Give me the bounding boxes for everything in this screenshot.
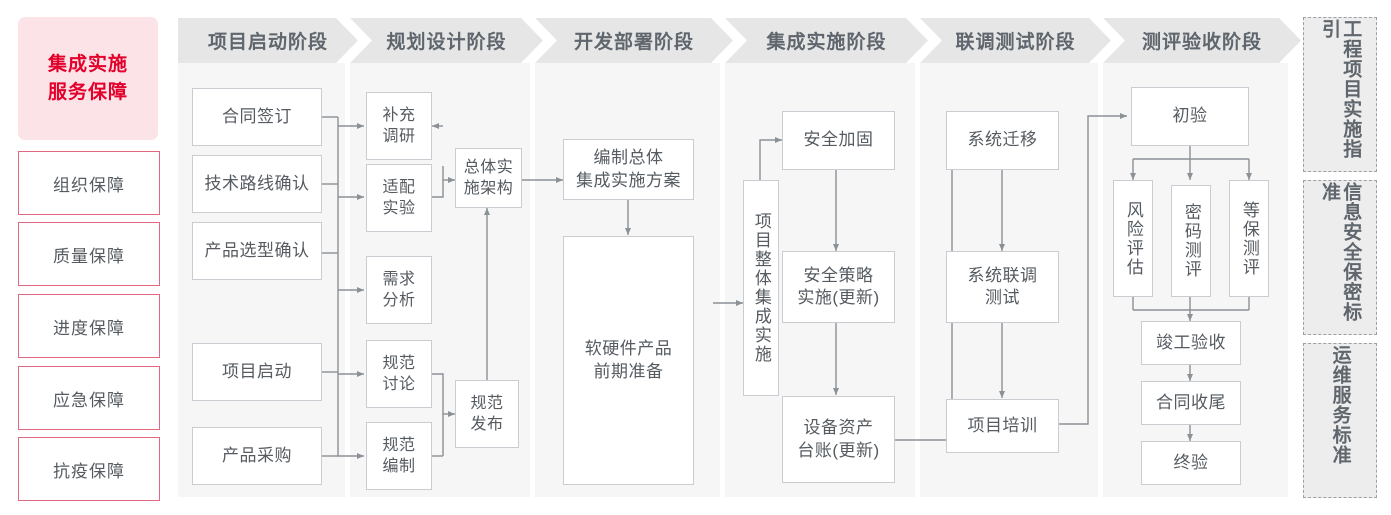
node-label: 编制总体 集成实施方案 <box>576 148 681 190</box>
node-label: 软硬件产品 前期准备 <box>584 339 673 381</box>
stage-header-5[interactable]: 联调测试阶段 <box>920 18 1111 63</box>
node-overall-integration-plan[interactable]: 编制总体 集成实施方案 <box>563 139 694 200</box>
guarantee-item-emergency[interactable]: 应急保障 <box>18 366 160 430</box>
node-system-joint-debug-test[interactable]: 系统联调 测试 <box>946 251 1059 323</box>
node-hardware-software-preparation[interactable]: 软硬件产品 前期准备 <box>563 236 694 485</box>
node-completion-acceptance[interactable]: 竣工验收 <box>1141 321 1241 365</box>
standard-label: 运维服务标准 <box>1329 344 1351 465</box>
node-project-training[interactable]: 项目培训 <box>946 399 1059 453</box>
standard-om-service[interactable]: 运维服务标准 <box>1303 343 1377 498</box>
node-product-procurement[interactable]: 产品采购 <box>192 427 322 485</box>
stage-header-6[interactable]: 测评验收阶段 <box>1103 18 1301 63</box>
node-label: 系统联调 测试 <box>967 265 1038 307</box>
node-label: 规范 讨论 <box>382 354 416 393</box>
node-risk-assessment[interactable]: 风险评估 <box>1113 180 1153 297</box>
node-label: 适配 实验 <box>382 178 416 217</box>
node-label: 安全策略 实施(更新) <box>797 265 880 307</box>
node-label: 总体实 施架构 <box>463 158 514 197</box>
node-spec-release[interactable]: 规范 发布 <box>455 380 519 448</box>
node-tech-route-confirm[interactable]: 技术路线确认 <box>192 155 322 213</box>
guarantee-item-schedule[interactable]: 进度保障 <box>18 294 160 358</box>
stage-header-2[interactable]: 规划设计阶段 <box>350 18 543 63</box>
node-contract-signing[interactable]: 合同签订 <box>192 88 322 146</box>
guarantee-item-quality[interactable]: 质量保障 <box>18 222 160 286</box>
node-final-acceptance[interactable]: 终验 <box>1141 441 1241 485</box>
node-spec-drafting[interactable]: 规范 编制 <box>366 422 432 490</box>
node-label: 等保测评 <box>1239 200 1259 277</box>
node-overall-project-integration[interactable]: 项目整体集成实施 <box>743 180 779 396</box>
standard-information-security-confidentiality[interactable]: 信息安全保密标准 <box>1303 180 1377 335</box>
guarantee-item-organization[interactable]: 组织保障 <box>18 151 160 215</box>
guarantee-title: 集成实施 服务保障 <box>18 17 158 140</box>
node-label: 补充 调研 <box>382 106 416 145</box>
stage-header-4[interactable]: 集成实施阶段 <box>725 18 928 63</box>
node-requirement-analysis[interactable]: 需求 分析 <box>366 256 432 324</box>
guarantee-title-line-1: 集成实施 <box>47 53 128 75</box>
stage-header-1[interactable]: 项目启动阶段 <box>178 18 358 63</box>
node-equipment-asset-ledger[interactable]: 设备资产 台账(更新) <box>782 396 895 483</box>
node-overall-implementation-architecture[interactable]: 总体实 施架构 <box>455 148 522 208</box>
node-system-migration[interactable]: 系统迁移 <box>946 111 1059 170</box>
standard-label: 信息安全保密标准 <box>1319 181 1362 322</box>
node-cryptography-evaluation[interactable]: 密码测评 <box>1171 185 1211 297</box>
node-label: 规范 发布 <box>470 394 504 433</box>
node-security-policy-implementation[interactable]: 安全策略 实施(更新) <box>782 251 895 323</box>
node-label: 需求 分析 <box>382 270 416 309</box>
stage-header-3[interactable]: 开发部署阶段 <box>535 18 733 63</box>
node-label: 设备资产 台账(更新) <box>797 418 880 460</box>
node-label: 密码测评 <box>1181 203 1201 279</box>
node-supplementary-research[interactable]: 补充 调研 <box>366 92 432 160</box>
node-project-kickoff[interactable]: 项目启动 <box>192 343 322 401</box>
node-label: 规范 编制 <box>382 436 416 475</box>
guarantee-title-line-2: 服务保障 <box>47 81 128 103</box>
node-mlps-evaluation[interactable]: 等保测评 <box>1229 180 1269 297</box>
guarantee-item-epidemic[interactable]: 抗疫保障 <box>18 437 160 501</box>
node-label: 风险评估 <box>1123 200 1143 277</box>
standard-engineering-project-guide[interactable]: 工程项目实施指引 <box>1303 17 1377 172</box>
node-preliminary-acceptance[interactable]: 初验 <box>1131 87 1249 146</box>
node-product-selection[interactable]: 产品选型确认 <box>192 222 322 280</box>
node-contract-closure[interactable]: 合同收尾 <box>1141 381 1241 425</box>
node-label: 项目整体集成实施 <box>751 212 771 364</box>
node-security-hardening[interactable]: 安全加固 <box>782 111 895 170</box>
standard-label: 工程项目实施指引 <box>1319 18 1362 159</box>
node-spec-discussion[interactable]: 规范 讨论 <box>366 340 432 408</box>
node-adaptation-test[interactable]: 适配 实验 <box>366 164 432 232</box>
